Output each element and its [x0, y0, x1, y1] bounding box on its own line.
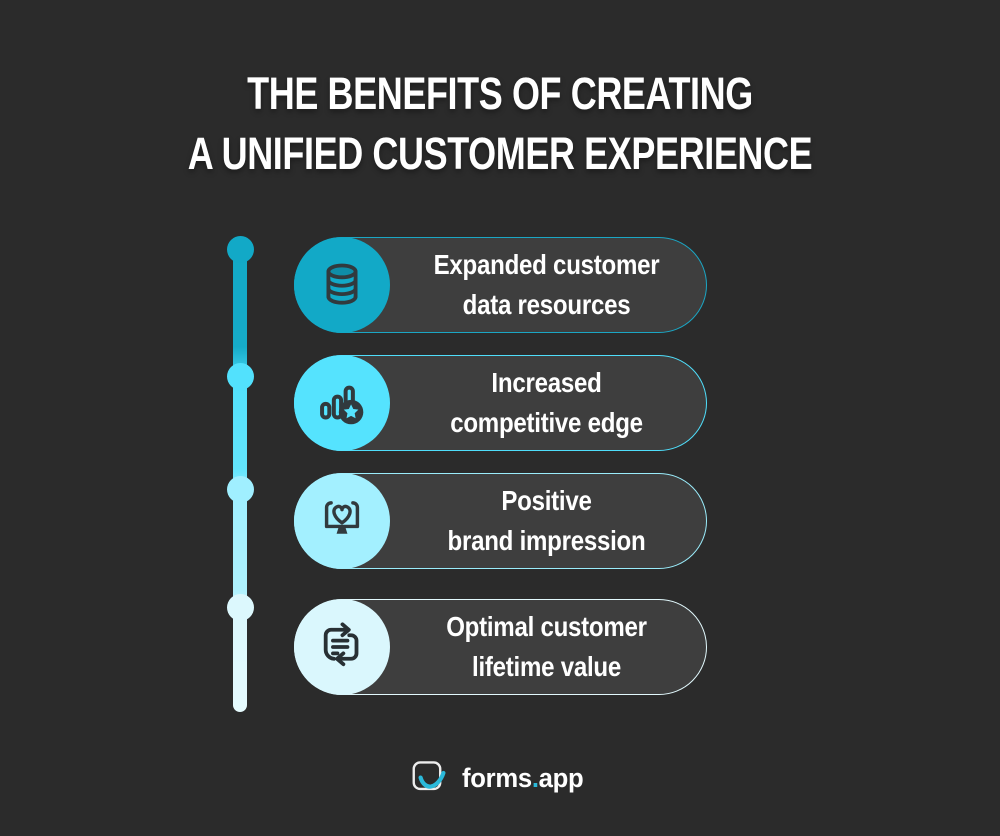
bar-chart-star-icon [320, 385, 364, 425]
brand-name: forms [461, 762, 532, 793]
benefit-label-line1: Optimal customer [446, 611, 647, 642]
benefit-row-expanded-customer-data: Expanded customer data resources [294, 237, 707, 333]
benefit-label-line2: lifetime value [472, 651, 621, 682]
page-title: THE BENEFITS OF CREATING A UNIFIED CUSTOM… [100, 64, 900, 184]
benefit-label: Expanded customer data resources [412, 237, 681, 333]
page-title-line2: A UNIFIED CUSTOMER EXPERIENCE [187, 128, 813, 179]
document-sync-icon-circle [294, 599, 390, 695]
brand-tld: app [538, 762, 584, 793]
benefit-label: Optimal customer lifetime value [412, 599, 681, 695]
forms-app-logo: forms.app [0, 750, 1000, 806]
benefit-row-brand-impression: Positive brand impression [294, 473, 707, 569]
monitor-heart-icon [324, 501, 360, 534]
forms-app-checkmark-logo-icon [412, 761, 446, 791]
benefit-label: Positive brand impression [412, 473, 681, 569]
benefit-label-line2: brand impression [447, 525, 646, 556]
document-sync-icon [323, 622, 359, 667]
monitor-heart-icon-circle [294, 473, 390, 569]
database-icon [326, 263, 358, 305]
bar-chart-star-icon-circle [294, 355, 390, 451]
database-icon-circle [294, 237, 390, 333]
brand-dot: . [531, 762, 539, 793]
benefit-label-line2: competitive edge [450, 407, 643, 438]
timeline-dot-4 [226, 594, 254, 621]
brand-wordmark: forms.app [461, 762, 584, 794]
benefit-row-lifetime-value: Optimal customer lifetime value [294, 599, 707, 695]
benefit-label-line1: Positive [501, 485, 592, 516]
benefit-label-line1: Increased [491, 367, 602, 398]
timeline-dot-1 [226, 236, 254, 263]
timeline-dot-2 [226, 363, 254, 390]
benefit-label-line2: data resources [462, 289, 631, 320]
benefit-label-line1: Expanded customer [433, 249, 660, 280]
benefit-label: Increased competitive edge [412, 355, 681, 451]
timeline-dot-3 [226, 476, 254, 503]
page-title-line1: THE BENEFITS OF CREATING [247, 68, 753, 119]
benefit-row-competitive-edge: Increased competitive edge [294, 355, 707, 451]
